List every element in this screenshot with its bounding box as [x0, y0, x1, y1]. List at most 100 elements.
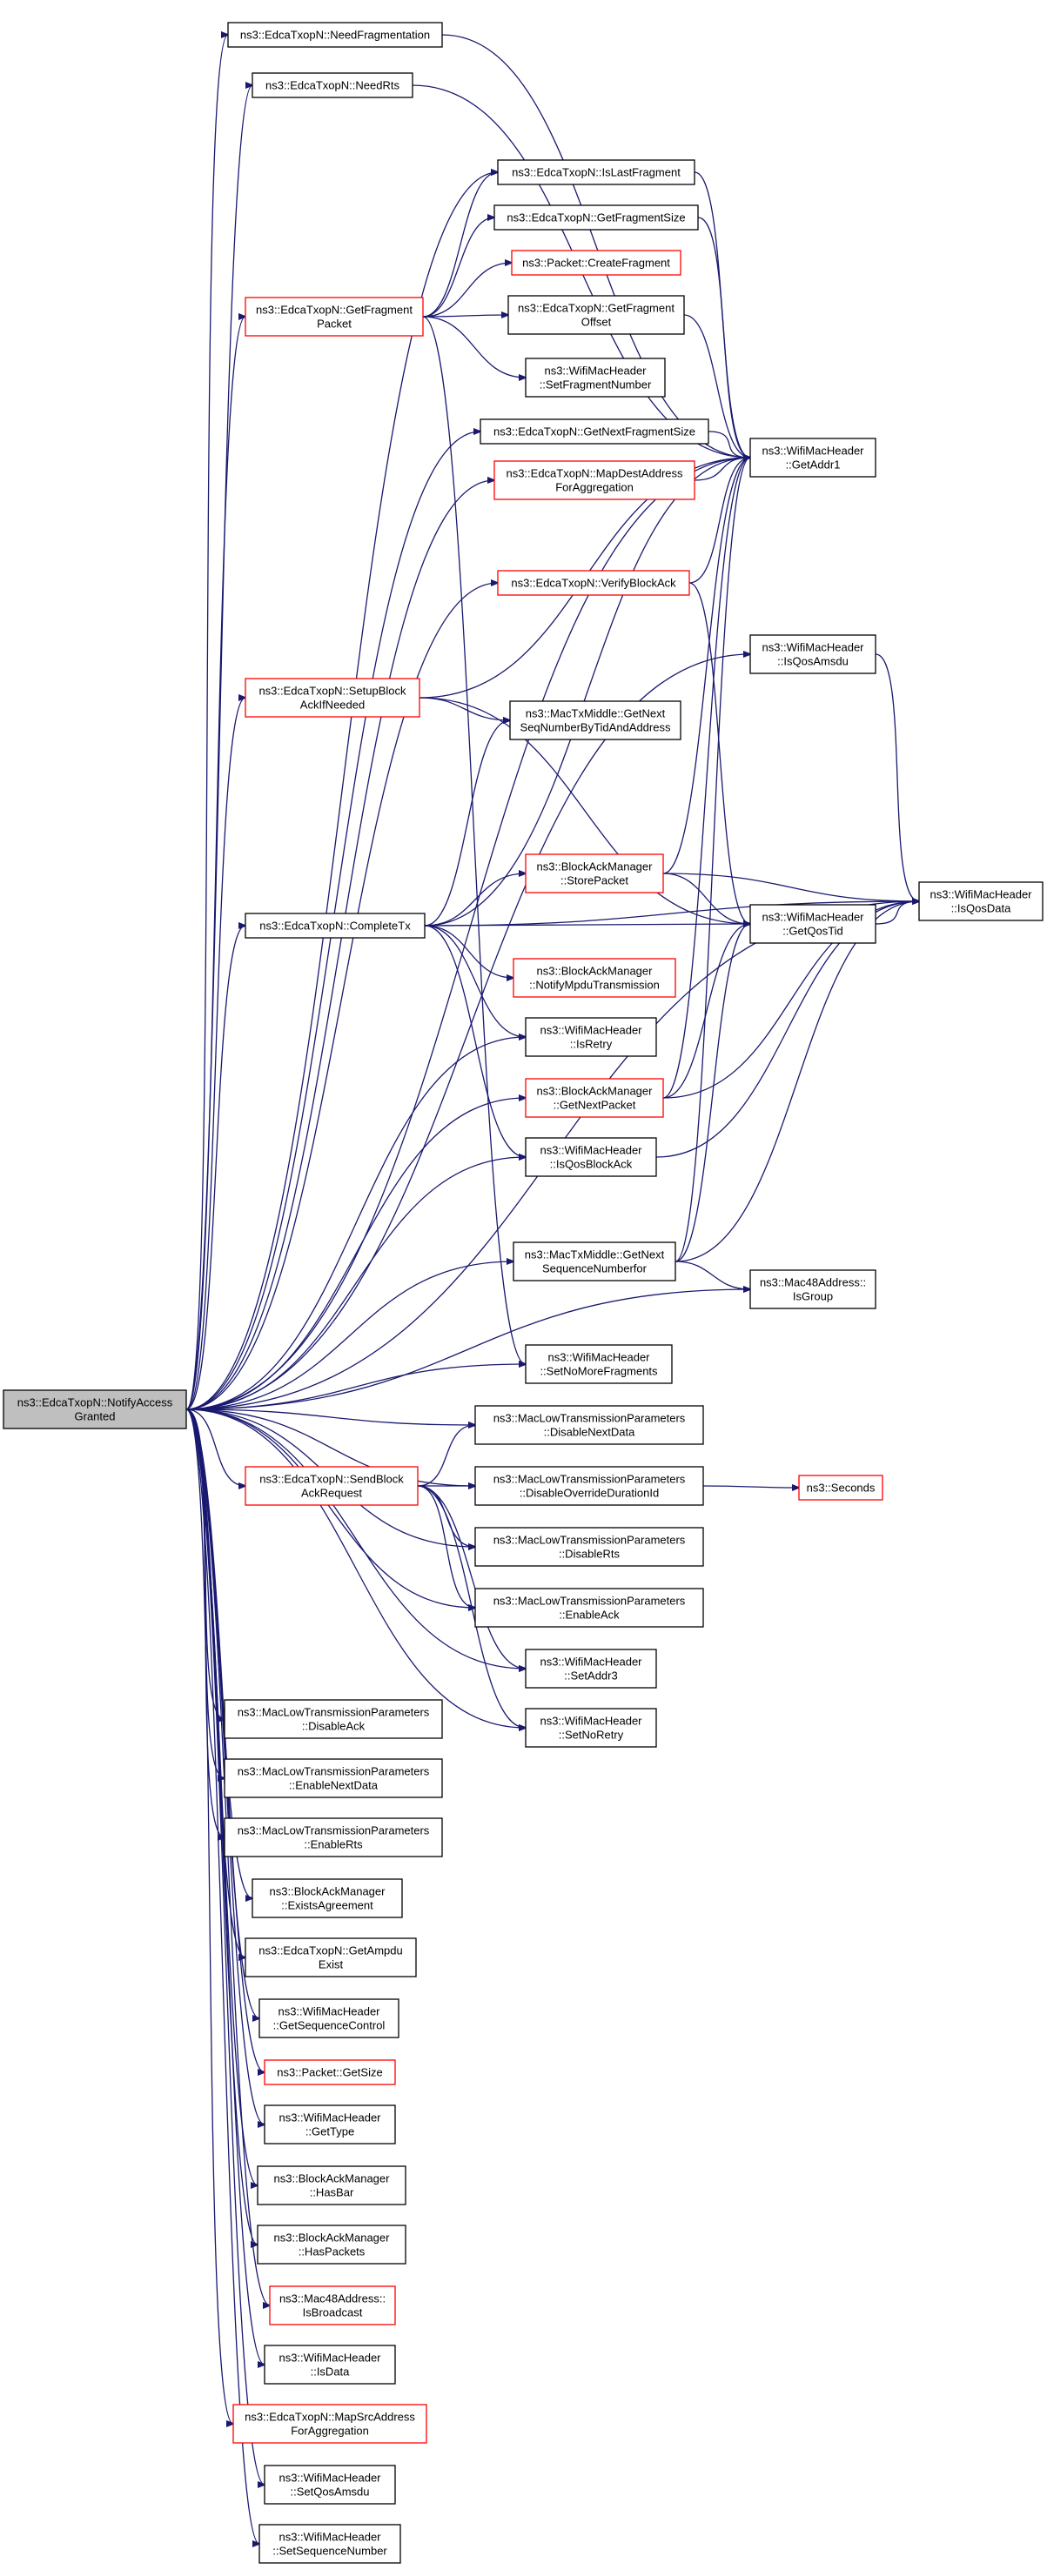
- node-completetx[interactable]: ns3::EdcaTxopN::CompleteTx: [245, 913, 426, 939]
- edge-getnextseqfor-to-isqosdata: [675, 901, 919, 1262]
- node-box: [798, 1475, 883, 1501]
- node-label: ::IsQosData: [951, 902, 1011, 915]
- node-label: ns3::Mac48Address::: [279, 2292, 386, 2305]
- node-disableoverride[interactable]: ns3::MacLowTransmissionParameters::Disab…: [474, 1466, 704, 1506]
- node-verifyba[interactable]: ns3::EdcaTxopN::VerifyBlockAck: [497, 570, 690, 596]
- edge-notify-to-setnoretry: [185, 1408, 526, 1728]
- node-setqosamsdu[interactable]: ns3::WifiMacHeader::SetQosAmsdu: [264, 2465, 396, 2505]
- node-box: [749, 438, 876, 478]
- node-setnoretry[interactable]: ns3::WifiMacHeader::SetNoRetry: [525, 1708, 657, 1748]
- node-isdata[interactable]: ns3::WifiMacHeader::IsData: [264, 2345, 396, 2385]
- node-label: ns3::BlockAckManager: [274, 2231, 391, 2245]
- node-setaddr3[interactable]: ns3::WifiMacHeader::SetAddr3: [525, 1649, 657, 1689]
- node-label: Granted: [75, 1410, 116, 1423]
- node-getnextseqfor[interactable]: ns3::MacTxMiddle::GetNextSequenceNumberf…: [513, 1241, 676, 1281]
- node-label: ::SetSequenceNumber: [272, 2545, 387, 2558]
- node-haspackets[interactable]: ns3::BlockAckManager::HasPackets: [257, 2225, 406, 2265]
- node-box: [511, 250, 681, 276]
- node-label: ns3::WifiMacHeader: [540, 1715, 642, 1728]
- node-getaddr1[interactable]: ns3::WifiMacHeader::GetAddr1: [749, 438, 876, 478]
- edge-getfragpkt-to-getfragsize: [422, 217, 494, 318]
- node-enablerts[interactable]: ns3::MacLowTransmissionParameters::Enabl…: [224, 1817, 443, 1857]
- node-label: ns3::EdcaTxopN::IsLastFragment: [512, 166, 681, 179]
- node-getnextseqtid[interactable]: ns3::MacTxMiddle::GetNextSeqNumberByTidA…: [509, 700, 681, 740]
- edge-getfragpkt-to-setfragnum: [422, 316, 526, 378]
- node-label: ::HasBar: [310, 2186, 354, 2199]
- edge-notify-to-isbroadcast: [185, 1408, 270, 2305]
- node-enableack[interactable]: ns3::MacLowTransmissionParameters::Enabl…: [474, 1588, 704, 1628]
- edge-completetx-to-isqosblockack: [424, 925, 526, 1157]
- edge-completetx-to-isretry: [424, 925, 526, 1037]
- node-label: ns3::WifiMacHeader: [279, 2352, 381, 2365]
- node-createfrag[interactable]: ns3::Packet::CreateFragment: [511, 250, 681, 276]
- node-box: [245, 297, 424, 337]
- node-label: ns3::WifiMacHeader: [540, 1024, 642, 1037]
- node-isqosblockack[interactable]: ns3::WifiMacHeader::IsQosBlockAck: [525, 1137, 657, 1177]
- node-notifympdu[interactable]: ns3::BlockAckManager::NotifyMpduTransmis…: [513, 958, 676, 998]
- node-box: [525, 1649, 657, 1689]
- node-box: [525, 1708, 657, 1748]
- node-needrts[interactable]: ns3::EdcaTxopN::NeedRts: [252, 72, 413, 98]
- node-hasbar[interactable]: ns3::BlockAckManager::HasBar: [257, 2165, 406, 2205]
- node-pktgetsize[interactable]: ns3::Packet::GetSize: [264, 2059, 396, 2085]
- node-existsagreement[interactable]: ns3::BlockAckManager::ExistsAgreement: [252, 1878, 403, 1918]
- node-box: [474, 1588, 704, 1628]
- node-isqosamsdu[interactable]: ns3::WifiMacHeader::IsQosAmsdu: [749, 634, 876, 674]
- node-label: ns3::BlockAckManager: [537, 965, 654, 978]
- edge-notify-to-getnextseqfor: [185, 1261, 513, 1410]
- node-label: ::GetSequenceControl: [273, 2019, 386, 2032]
- node-label: ::DisableNextData: [544, 1426, 636, 1439]
- node-getfragsize[interactable]: ns3::EdcaTxopN::GetFragmentSize: [493, 204, 699, 231]
- node-seconds[interactable]: ns3::Seconds: [798, 1475, 883, 1501]
- node-gettype[interactable]: ns3::WifiMacHeader::GetType: [264, 2104, 396, 2144]
- node-label: ::GetNextPacket: [554, 1099, 636, 1112]
- node-label: ns3::Mac48Address::: [760, 1276, 866, 1289]
- node-box: [245, 1937, 417, 1977]
- node-label: SequenceNumberfor: [542, 1262, 648, 1275]
- node-label: ::GetType: [305, 2125, 354, 2138]
- node-label: ns3::WifiMacHeader: [547, 1351, 650, 1364]
- node-disableack[interactable]: ns3::MacLowTransmissionParameters::Disab…: [224, 1699, 443, 1739]
- node-islastfrag[interactable]: ns3::EdcaTxopN::IsLastFragment: [497, 159, 695, 185]
- node-storepacket[interactable]: ns3::BlockAckManager::StorePacket: [525, 853, 664, 893]
- node-setseqnum[interactable]: ns3::WifiMacHeader::SetSequenceNumber: [258, 2524, 401, 2564]
- node-box: [749, 634, 876, 674]
- edge-notify-to-isretry: [185, 1037, 526, 1410]
- node-box: [224, 1758, 443, 1798]
- node-label: ns3::MacLowTransmissionParameters: [238, 1824, 430, 1837]
- node-setfragnum[interactable]: ns3::WifiMacHeader::SetFragmentNumber: [525, 358, 666, 398]
- node-mapsrc[interactable]: ns3::EdcaTxopN::MapSrcAddressForAggregat…: [232, 2404, 427, 2444]
- edge-notify-to-islastfrag: [185, 172, 498, 1410]
- node-getseqctrl[interactable]: ns3::WifiMacHeader::GetSequenceControl: [258, 1998, 399, 2038]
- node-box: [497, 159, 695, 185]
- node-disablenextdata[interactable]: ns3::MacLowTransmissionParameters::Disab…: [474, 1405, 704, 1445]
- node-label: ns3::WifiMacHeader: [544, 365, 647, 378]
- node-setnomorefrag[interactable]: ns3::WifiMacHeader::SetNoMoreFragments: [525, 1344, 673, 1384]
- node-box: [513, 1241, 676, 1281]
- node-box: [258, 1998, 399, 2038]
- node-isgroup[interactable]: ns3::Mac48Address::IsGroup: [749, 1269, 876, 1309]
- node-getnextpacket[interactable]: ns3::BlockAckManager::GetNextPacket: [525, 1078, 664, 1118]
- node-getqostid[interactable]: ns3::WifiMacHeader::GetQosTid: [749, 904, 876, 944]
- node-disablerts[interactable]: ns3::MacLowTransmissionParameters::Disab…: [474, 1527, 704, 1567]
- node-needfrag[interactable]: ns3::EdcaTxopN::NeedFragmentation: [227, 22, 443, 48]
- node-isbroadcast[interactable]: ns3::Mac48Address::IsBroadcast: [269, 2285, 396, 2325]
- node-getnextfragsize[interactable]: ns3::EdcaTxopN::GetNextFragmentSize: [480, 418, 709, 445]
- node-mapdest[interactable]: ns3::EdcaTxopN::MapDestAddressForAggrega…: [493, 460, 695, 500]
- node-enablenextdata[interactable]: ns3::MacLowTransmissionParameters::Enabl…: [224, 1758, 443, 1798]
- node-box: [525, 358, 666, 398]
- edge-notify-to-verifyba: [185, 583, 498, 1410]
- edge-notify-to-isqosblockack: [185, 1157, 526, 1410]
- node-label: ::StorePacket: [560, 874, 628, 887]
- node-box: [245, 913, 426, 939]
- node-label: Exist: [319, 1958, 344, 1971]
- node-isqosdata[interactable]: ns3::WifiMacHeader::IsQosData: [918, 881, 1044, 921]
- node-isretry[interactable]: ns3::WifiMacHeader::IsRetry: [525, 1017, 657, 1057]
